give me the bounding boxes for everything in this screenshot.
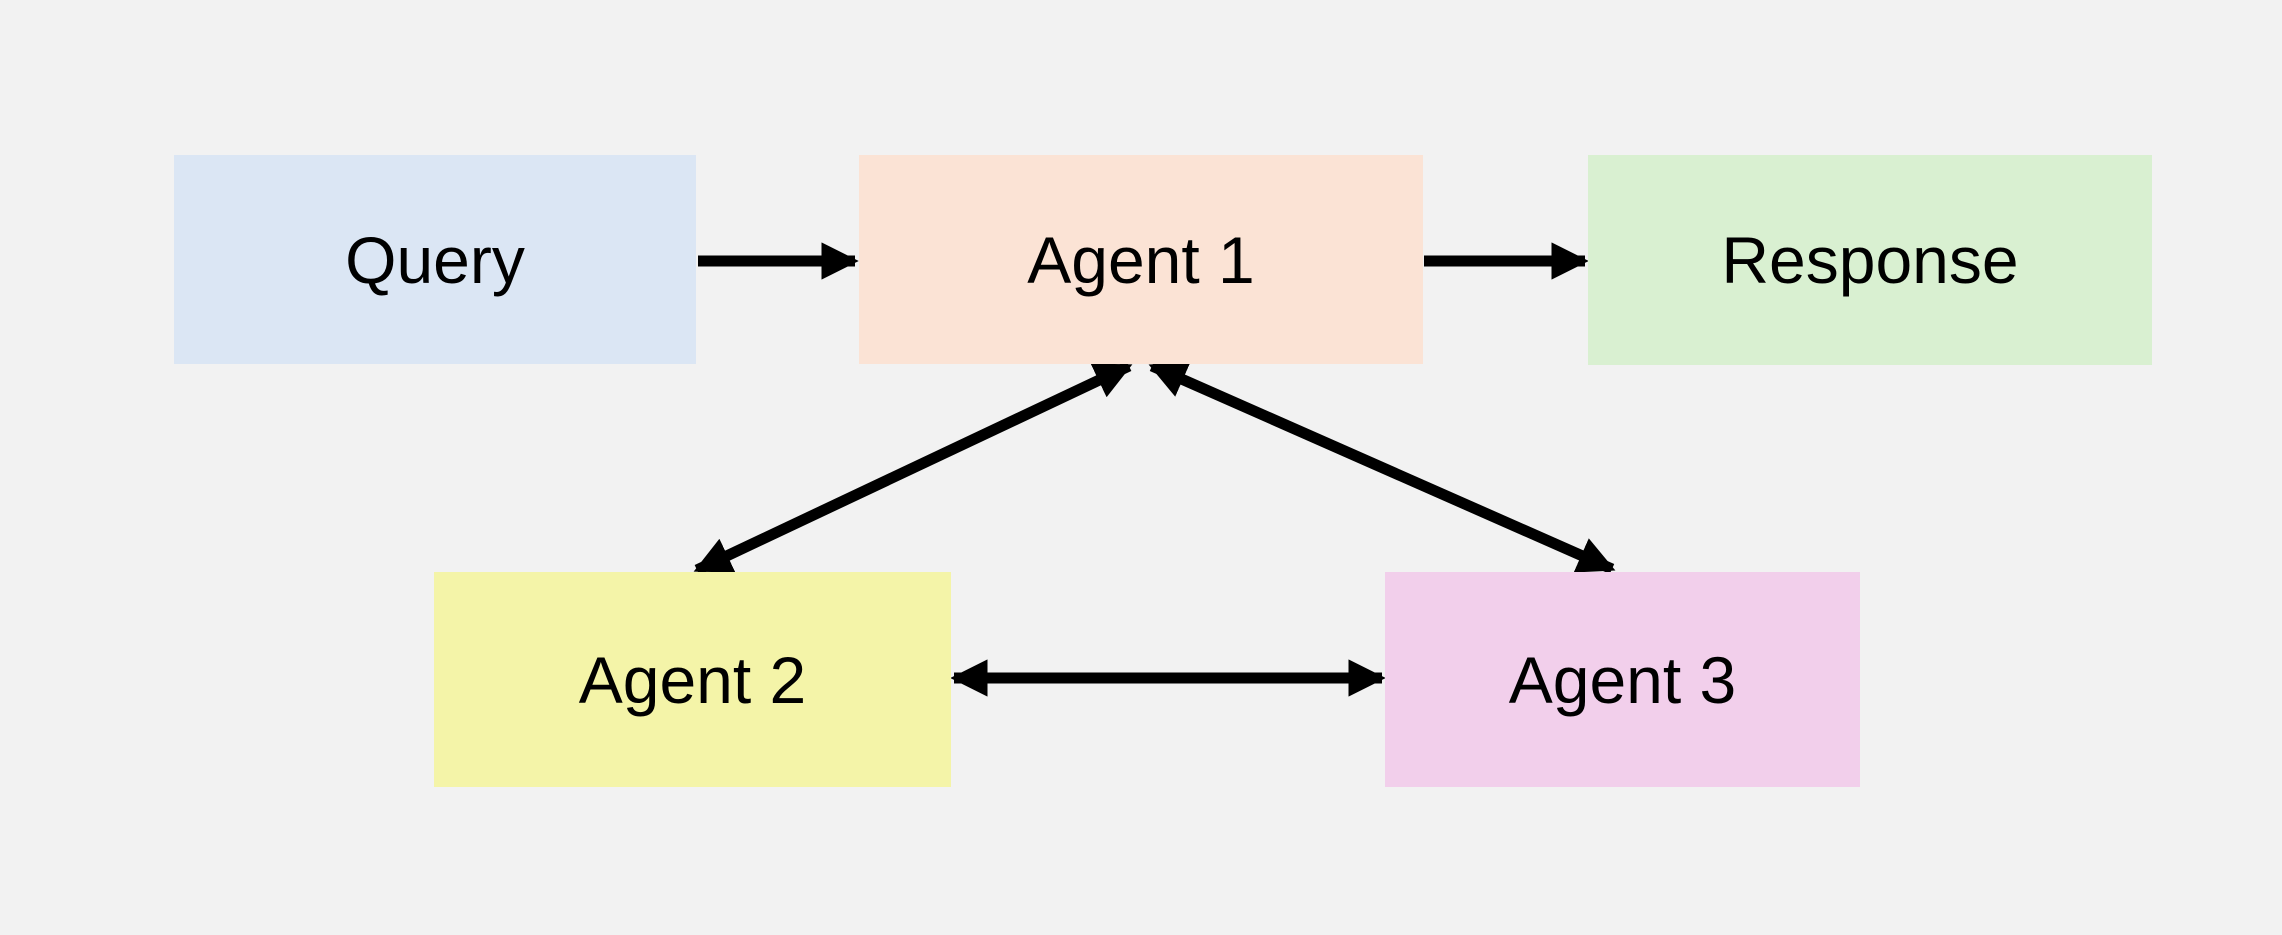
node-response-label: Response (1721, 223, 2019, 297)
node-agent-1: Agent 1 (859, 155, 1423, 364)
node-agent-2-label: Agent 2 (578, 642, 807, 717)
node-agent-3: Agent 3 (1385, 572, 1860, 787)
arrow-agent1-agent2 (693, 361, 1133, 575)
node-agent-3-label: Agent 3 (1508, 642, 1737, 717)
node-query: Query (174, 155, 696, 364)
arrow-agent1-agent3 (1148, 360, 1616, 575)
node-response: Response (1588, 155, 2152, 365)
node-agent-1-label: Agent 1 (1027, 222, 1255, 297)
node-query-label: Query (345, 222, 525, 297)
node-agent-2: Agent 2 (434, 572, 951, 787)
